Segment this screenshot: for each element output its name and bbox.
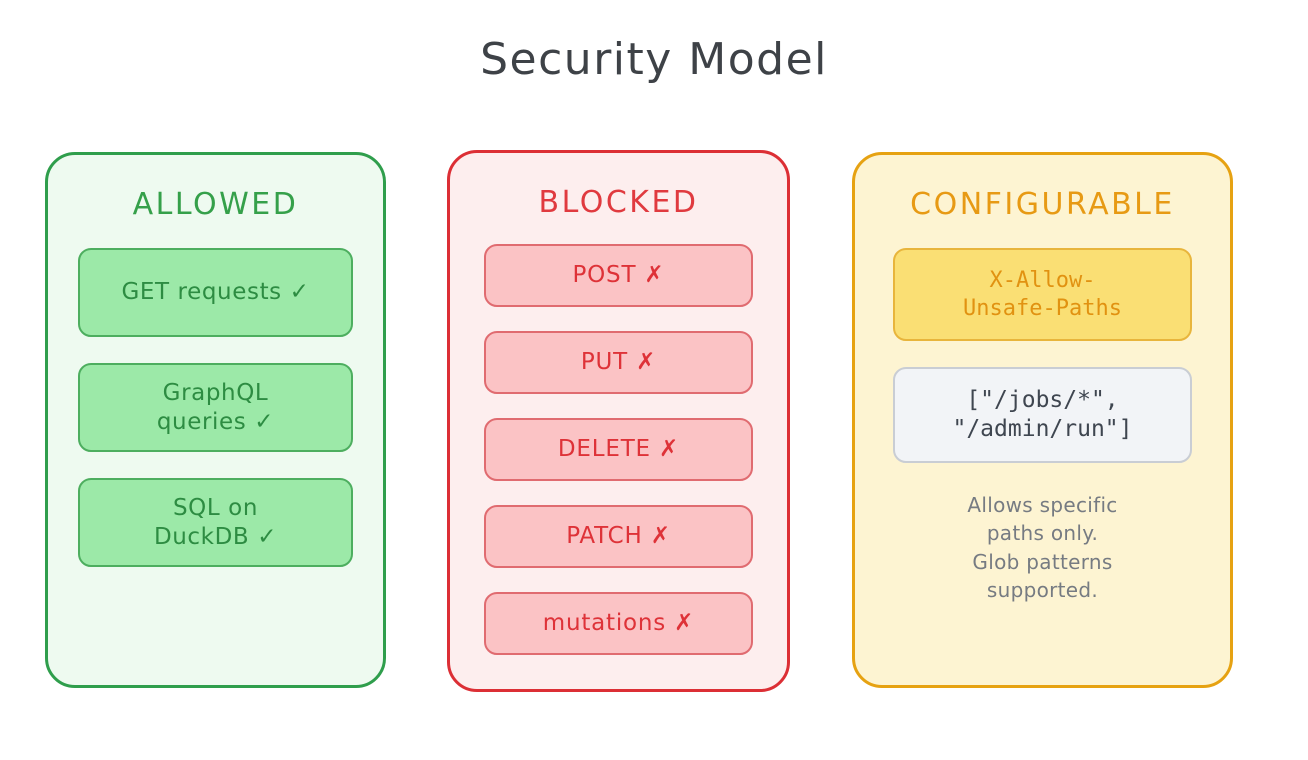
panel-allowed: ALLOWED GET requests ✓ GraphQL queries ✓… xyxy=(45,152,386,688)
configurable-note-line3: Glob patterns xyxy=(972,549,1113,574)
allowed-item-graphql[interactable]: GraphQL queries ✓ xyxy=(78,363,353,452)
configurable-header-line1: X-Allow- xyxy=(989,267,1096,293)
allowed-item-get[interactable]: GET requests ✓ xyxy=(78,248,353,337)
panel-blocked: BLOCKED POST ✗ PUT ✗ DELETE ✗ PATCH ✗ mu… xyxy=(447,150,790,692)
configurable-note-line2: paths only. xyxy=(986,521,1099,546)
configurable-code-line1: ["/jobs/*", xyxy=(966,387,1119,414)
allowed-item-sql-line1: SQL on xyxy=(172,494,259,521)
configurable-header-chip[interactable]: X-Allow- Unsafe-Paths xyxy=(893,248,1192,341)
allowed-item-sql[interactable]: SQL on DuckDB ✓ xyxy=(78,478,353,567)
blocked-item-post-label: POST ✗ xyxy=(572,262,665,289)
configurable-note: Allows specific paths only. Glob pattern… xyxy=(893,491,1192,605)
allowed-item-graphql-line1: GraphQL xyxy=(162,379,269,406)
panel-heading-configurable: CONFIGURABLE xyxy=(910,187,1175,222)
blocked-item-mutations[interactable]: mutations ✗ xyxy=(484,592,753,655)
blocked-item-put[interactable]: PUT ✗ xyxy=(484,331,753,394)
page-title: Security Model xyxy=(480,34,828,85)
configurable-code-block[interactable]: ["/jobs/*", "/admin/run"] xyxy=(893,367,1192,463)
blocked-item-list: POST ✗ PUT ✗ DELETE ✗ PATCH ✗ mutations … xyxy=(450,244,787,655)
allowed-item-graphql-line2: queries ✓ xyxy=(156,408,275,435)
allowed-item-get-line1: GET requests ✓ xyxy=(121,279,310,306)
configurable-note-line1: Allows specific xyxy=(967,493,1118,517)
configurable-note-line4: supported. xyxy=(986,578,1099,603)
blocked-item-mutations-label: mutations ✗ xyxy=(542,610,695,637)
blocked-item-delete-label: DELETE ✗ xyxy=(557,436,680,463)
blocked-item-put-label: PUT ✗ xyxy=(580,349,657,376)
blocked-item-patch-label: PATCH ✗ xyxy=(566,523,671,550)
blocked-item-patch[interactable]: PATCH ✗ xyxy=(484,505,753,568)
configurable-code-line2: "/admin/run"] xyxy=(952,416,1133,442)
panel-heading-blocked: BLOCKED xyxy=(538,185,699,220)
blocked-item-delete[interactable]: DELETE ✗ xyxy=(484,418,753,481)
panel-configurable: CONFIGURABLE X-Allow- Unsafe-Paths ["/jo… xyxy=(852,152,1233,688)
allowed-item-list: GET requests ✓ GraphQL queries ✓ SQL on … xyxy=(48,248,383,567)
configurable-content: X-Allow- Unsafe-Paths ["/jobs/*", "/admi… xyxy=(855,248,1230,605)
allowed-item-sql-line2: DuckDB ✓ xyxy=(153,523,278,550)
blocked-item-post[interactable]: POST ✗ xyxy=(484,244,753,307)
panel-heading-allowed: ALLOWED xyxy=(132,187,299,222)
configurable-header-line2: Unsafe-Paths xyxy=(963,295,1122,321)
